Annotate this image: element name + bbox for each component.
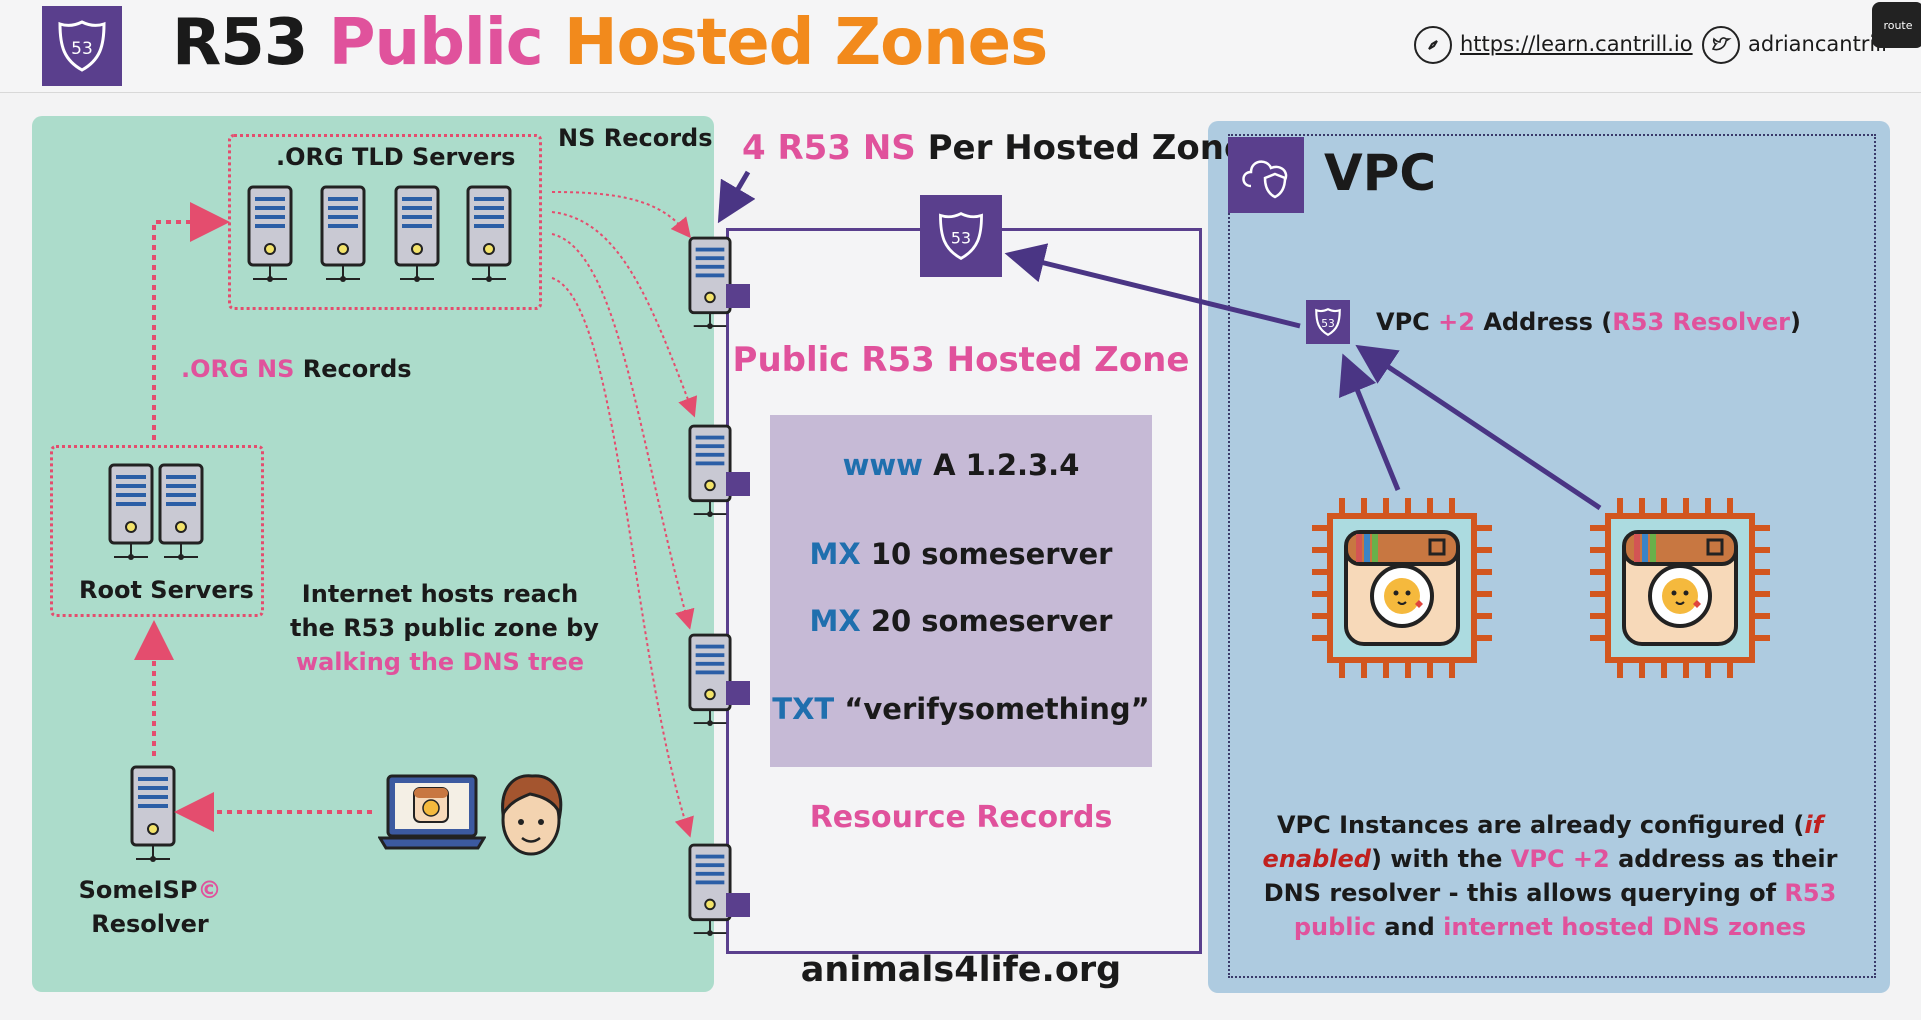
resolver-to-zone-arrow [1004,243,1301,329]
r53-ns-badge-3 [726,681,750,705]
root-servers-group [50,445,264,617]
ns-record-arrow-3 [551,233,695,630]
shield-icon: 53 [58,20,106,72]
vpc-panel [1208,121,1890,993]
zone-title: Public R53 Hosted Zone [732,340,1190,380]
instance1-to-resolver-arrow [1339,353,1401,491]
route53-logo: 53 [42,6,122,86]
title-r53: R53 [172,6,308,80]
header-bar [0,0,1921,93]
title-hosted-zones: Hosted Zones [564,6,1048,80]
r53-zone-icon: 53 [920,195,1002,277]
vpc-resolver-label: VPC +2 Address (R53 Resolver) [1376,308,1801,336]
ns-per-zone-heading: 4 R53 NS Per Hosted Zone [742,128,1248,168]
user-avatar-icon [494,770,568,862]
instance2-to-resolver-arrow [1355,344,1602,511]
tld-servers-label: .ORG TLD Servers [276,143,516,171]
r53-ns-badge-4 [726,893,750,917]
domain-label: animals4life.org [800,950,1122,990]
ns-heading-arrow [717,170,756,224]
record-mx-10: MX 10 someserver [809,537,1113,571]
resource-records-box [770,415,1152,767]
svg-text:53: 53 [1321,317,1335,330]
svg-text:53: 53 [71,39,93,59]
route-tag: route [1872,2,1921,48]
ns-record-arrow-2 [551,211,698,418]
learn-link[interactable]: https://learn.cantrill.io [1460,32,1693,56]
internet-hosts-text: Internet hosts reach the R53 public zone… [290,580,599,676]
title-public: Public [328,6,544,80]
r53-ns-badge-2 [726,472,750,496]
page-title: R53 Public Hosted Zones [172,6,1048,80]
svg-text:53: 53 [951,228,971,247]
vpc-cloud-icon [1228,137,1304,213]
r53-resolver-icon: 53 [1306,300,1350,344]
record-txt: TXT “verifysomething” [772,692,1150,726]
isp-resolver-label: SomeISP© Resolver [78,876,222,938]
root-to-tld-arrow [152,202,230,440]
root-servers-label: Root Servers [79,576,254,604]
laptop-icon [377,774,487,850]
resource-records-label: Resource Records [809,800,1113,835]
ns-record-arrow-4 [551,277,694,838]
twitter-icon [1702,26,1740,64]
twitter-handle[interactable]: adriancantrill [1748,32,1887,56]
compass-icon [1414,26,1452,64]
shield-icon: 53 [1315,308,1341,337]
record-www: www A 1.2.3.4 [842,448,1080,482]
vpc-description: VPC Instances are already configured (if… [1262,811,1838,941]
shield-icon: 53 [939,212,983,261]
r53-ns-badge-1 [726,284,750,308]
record-mx-20: MX 20 someserver [809,604,1113,638]
ns-record-arrow-1 [551,191,692,239]
org-ns-records-label: .ORG NS Records [181,355,412,383]
vpc-boundary [1228,134,1876,978]
vpc-title: VPC [1324,144,1437,202]
ns-records-label: NS Records [558,124,713,152]
